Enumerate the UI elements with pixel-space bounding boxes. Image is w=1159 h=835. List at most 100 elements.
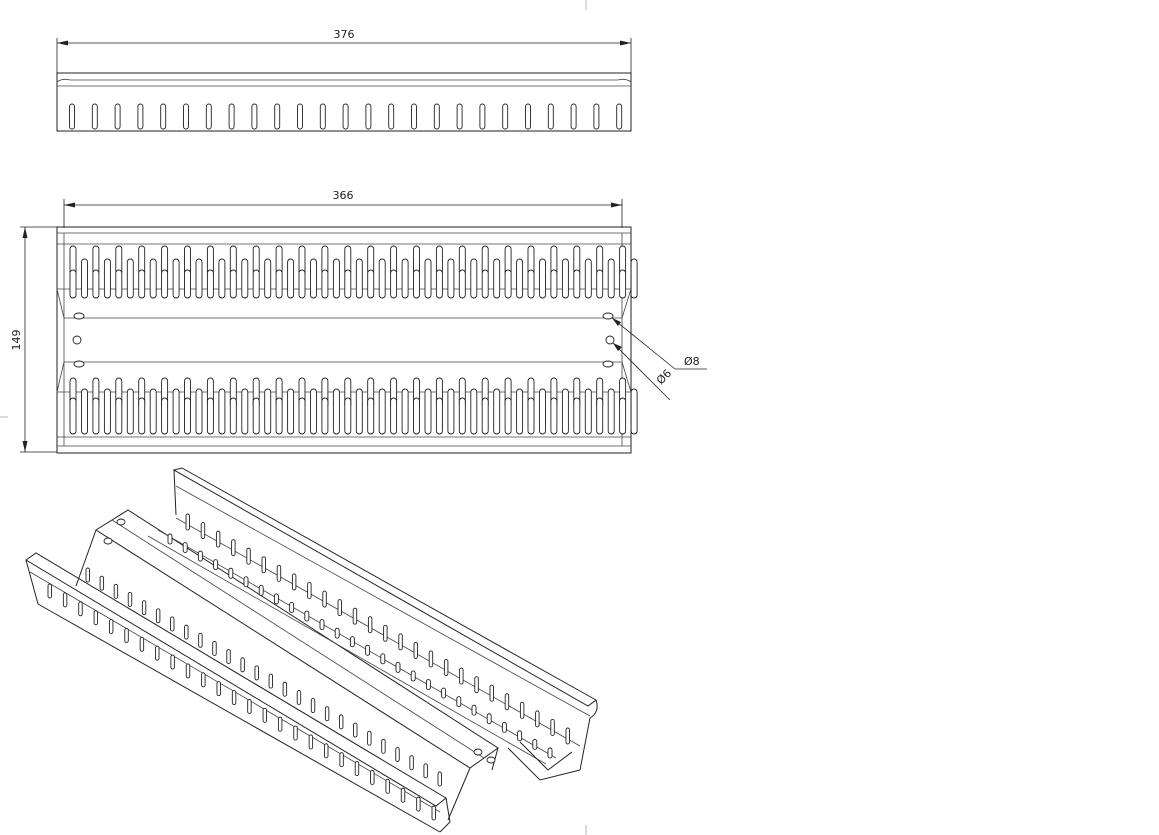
arrow-bottom-149: [22, 441, 28, 452]
iso-trough-slot: [243, 576, 249, 588]
front-view-slot: [264, 388, 272, 435]
front-view-slot: [470, 388, 478, 435]
top-view-slot: [388, 103, 395, 130]
iso-ridge-slot: [254, 665, 259, 681]
iso-ridge-slot: [226, 649, 231, 665]
iso-trough-slot: [380, 653, 386, 665]
front-view-slot: [149, 258, 157, 299]
front-view-slot: [539, 388, 546, 435]
front-view-slot: [493, 388, 501, 435]
top-view: 376: [56, 28, 632, 132]
iso-trough-slot: [532, 738, 538, 750]
front-view-slot: [81, 388, 88, 435]
front-view-slot: [527, 397, 535, 435]
iso-back-slot: [215, 530, 221, 548]
front-view-slot: [298, 397, 306, 435]
iso-trough-slot: [319, 619, 325, 631]
mounting-hole-8: [602, 360, 614, 368]
iso-front-slot: [170, 654, 175, 670]
iso-trough-line: [147, 535, 547, 765]
front-view-slot: [527, 269, 535, 299]
iso-back-slot: [261, 556, 266, 574]
iso-trough-slot: [273, 593, 279, 605]
iso-back-slot: [535, 710, 540, 728]
front-view-slot: [321, 269, 329, 299]
iso-ridge-slot: [155, 608, 161, 624]
iso-ridge-slot: [324, 706, 330, 722]
iso-front-slot: [293, 725, 298, 741]
iso-front-slot: [308, 734, 314, 750]
front-view-slot: [458, 269, 466, 299]
front-view-slot: [229, 269, 237, 299]
iso-back-slot: [185, 513, 190, 531]
iso-front-slot: [385, 778, 390, 794]
front-view-slot: [504, 397, 512, 435]
front-view-slot: [607, 258, 615, 299]
top-view-slot: [479, 103, 486, 130]
front-view-slot: [206, 269, 214, 299]
front-view-slot: [287, 258, 295, 299]
iso-ridge-slot: [353, 722, 358, 738]
iso-trough-slot: [471, 704, 477, 716]
front-view-slot: [195, 388, 203, 435]
front-view-slot: [550, 397, 558, 435]
arrow-top-149: [22, 227, 28, 238]
front-view-slot: [69, 269, 77, 299]
iso-hole: [473, 748, 483, 756]
front-view-slot: [413, 397, 420, 435]
iso-ridge-slot: [409, 755, 414, 771]
iso-front-slot: [78, 601, 83, 617]
front-view-slot: [321, 397, 329, 435]
front-view-slot: [573, 397, 581, 435]
front-view-slot: [149, 388, 157, 435]
iso-front-slot: [400, 787, 406, 803]
front-view-slot: [344, 269, 352, 299]
iso-back-end: [579, 699, 598, 771]
iso-back-slot: [565, 727, 570, 745]
iso-trough-slot: [167, 533, 173, 545]
iso-ridge-slot: [423, 763, 428, 779]
iso-trough-slot: [410, 670, 416, 682]
front-view-slot: [401, 258, 409, 299]
front-view-slot: [493, 258, 501, 299]
iso-trough-slot: [258, 584, 264, 596]
front-view-slot: [184, 269, 191, 299]
iso-ridge-edge: [75, 529, 97, 587]
front-view-slot: [252, 269, 260, 299]
iso-hole: [486, 756, 496, 764]
iso-back-slot: [443, 659, 449, 676]
iso-front-slot: [324, 743, 329, 759]
front-view-slot: [241, 388, 249, 435]
top-view-slot: [160, 103, 167, 130]
front-view-slot: [367, 269, 375, 299]
iso-front-slot: [155, 645, 160, 661]
front-view-slot: [241, 258, 249, 299]
iso-ridge-slot: [212, 640, 217, 656]
front-view-slot: [619, 269, 627, 299]
dim-366-label: 366: [333, 189, 354, 202]
iso-back-slot: [322, 590, 327, 608]
top-view-slot: [525, 103, 531, 130]
arrow-left: [57, 40, 68, 46]
iso-hole: [103, 537, 113, 545]
hole-8-label: Ø8: [684, 355, 700, 368]
iso-ridge-slot: [141, 600, 147, 616]
top-view-slot: [547, 103, 554, 130]
iso-front-slot: [47, 583, 52, 599]
iso-ridge-slot: [268, 673, 273, 689]
dim-376-label: 376: [334, 28, 355, 41]
iso-front-bottom: [37, 603, 441, 833]
iso-back-slot: [504, 693, 510, 711]
iso-back-slot: [276, 564, 282, 582]
top-view-slot: [502, 103, 509, 130]
arrow-right: [620, 40, 631, 46]
iso-ridge-slot: [99, 575, 105, 591]
iso-back-fold: [175, 485, 591, 717]
iso-ridge-slot: [85, 567, 90, 583]
iso-trough-slot: [182, 542, 188, 554]
iso-back-slot: [428, 650, 434, 668]
iso-front-slot: [277, 716, 283, 732]
front-view-slot: [378, 258, 386, 299]
front-view-slot: [607, 388, 615, 435]
